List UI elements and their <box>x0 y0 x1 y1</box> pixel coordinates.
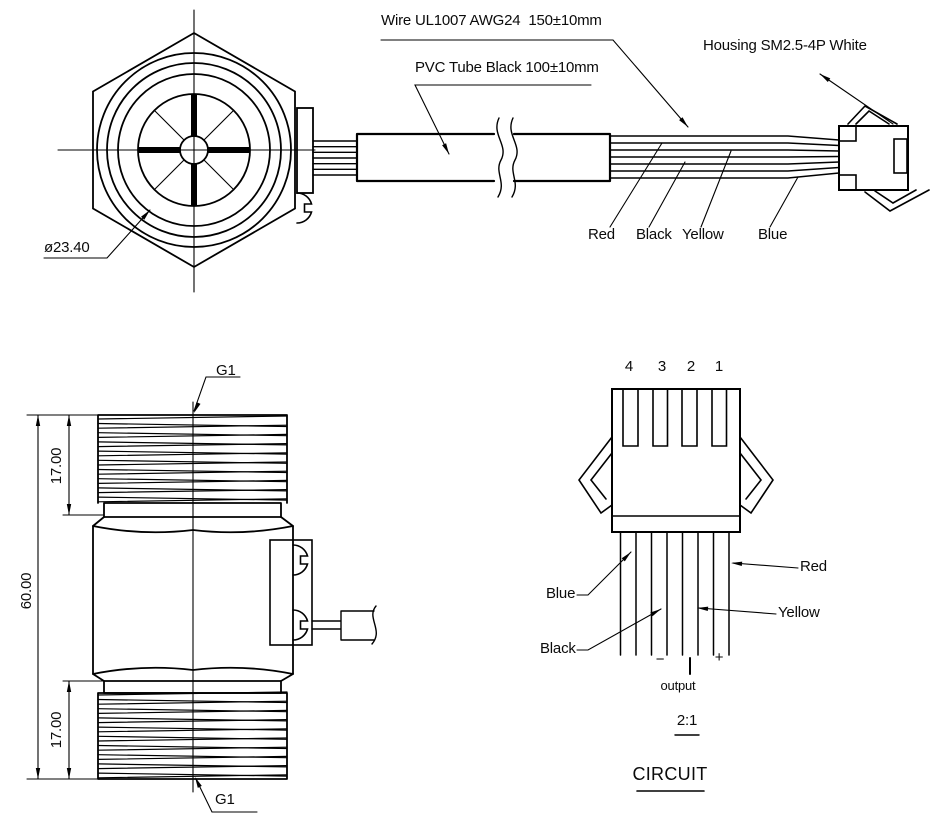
side-view-lineart <box>26 376 377 813</box>
pin-number-2: 2 <box>686 358 696 375</box>
circuit-yellow-arrowhead <box>697 606 709 611</box>
circuit-title: CIRCUIT <box>632 764 708 784</box>
pin-number-1: 1 <box>714 358 724 375</box>
circuit-label-blue: Blue <box>546 585 576 602</box>
housing-spec-leader <box>819 73 894 125</box>
side-cable-break <box>371 605 377 645</box>
wire-spec-label: Wire UL1007 AWG24 150±10mm <box>381 12 602 29</box>
circuit-label-yellow: Yellow <box>778 604 820 621</box>
housing-inner-slot <box>893 138 908 174</box>
front-centerlines <box>57 9 316 293</box>
wire-label-yellow: Yellow <box>682 226 724 243</box>
tube-spec-arrowhead <box>442 143 449 154</box>
output-label: output <box>660 678 696 693</box>
thread-top-roots <box>97 422 288 501</box>
wire-label-black: Black <box>636 226 672 243</box>
diameter-arrowhead <box>141 210 150 220</box>
side-screw-top <box>292 544 309 576</box>
outer-circle <box>96 52 292 248</box>
circuit-blue-arrowhead <box>621 552 631 562</box>
g1-top-label: G1 <box>216 362 236 379</box>
circuit-view-lineart <box>576 388 799 792</box>
collar-top <box>103 502 282 518</box>
hex-bottom-chamfer <box>92 666 294 682</box>
front-view-lineart <box>43 9 316 293</box>
diameter-leader <box>43 209 151 259</box>
g1-bottom-arrowhead <box>195 777 202 788</box>
wire-color-leaders <box>609 142 799 228</box>
g1-bottom-label: G1 <box>215 791 235 808</box>
wires-left-bundle <box>312 140 358 176</box>
wire-label-red: Red <box>588 226 615 243</box>
housing-spec-label: Housing SM2.5-4P White <box>703 37 867 54</box>
circuit-latch-left <box>578 436 613 515</box>
housing-latch-top <box>847 104 898 125</box>
polarity-minus: − <box>655 651 665 668</box>
dim-overall-label: 60.00 <box>17 572 35 610</box>
g1-bottom-leader <box>195 778 258 813</box>
pvc-tube <box>355 132 612 183</box>
side-bracket <box>269 539 313 646</box>
housing-corner-bottom <box>838 174 857 191</box>
wire-spec-arrowhead <box>679 117 688 127</box>
dim-thread-bottom-label: 17.00 <box>47 711 65 749</box>
wire-spec-leader <box>380 39 689 128</box>
side-screw-bottom <box>292 609 309 641</box>
dim-extension-lines <box>26 414 105 780</box>
sensor-plate <box>296 107 314 194</box>
impeller-spokes-diagonal <box>154 110 234 190</box>
circuit-black-leader <box>576 608 662 651</box>
dim-arrowheads <box>35 415 72 779</box>
inner-circle <box>117 73 271 227</box>
housing-latch-bottom <box>864 189 930 212</box>
cable-assembly-lineart <box>312 39 930 228</box>
circuit-connector-body <box>611 388 741 533</box>
g1-top-arrowhead <box>194 402 201 413</box>
wires-right-bundle <box>609 135 840 179</box>
circuit-label-black: Black <box>540 640 576 657</box>
tube-spec-leader <box>414 84 592 155</box>
hex-body-outline <box>92 31 296 269</box>
pin-number-4: 4 <box>624 358 634 375</box>
circuit-yellow-leader <box>698 607 777 615</box>
circuit-label-red: Red <box>800 558 827 575</box>
scale-label: 2:1 <box>676 712 698 729</box>
g1-top-leader <box>193 376 241 412</box>
hex-side-edges <box>92 525 294 675</box>
thread-bottom-crests <box>97 691 288 779</box>
circuit-pin-slots <box>622 389 728 447</box>
tube-break-lines <box>496 117 518 198</box>
dim-lines <box>37 414 70 780</box>
circuit-blue-leader <box>576 551 632 596</box>
dim-thread-top-label: 17.00 <box>47 447 65 485</box>
pin-number-3: 3 <box>657 358 667 375</box>
front-screw <box>296 192 313 224</box>
housing-corner-top <box>838 125 857 142</box>
thread-top-crests <box>97 415 288 503</box>
wire-label-blue: Blue <box>758 226 788 243</box>
circuit-wires <box>619 531 730 656</box>
circuit-black-arrowhead <box>650 609 661 617</box>
front-diameter-label: ø23.40 <box>44 239 90 256</box>
side-cable <box>311 610 375 641</box>
hex-top-chamfer <box>92 516 294 534</box>
tube-spec-label: PVC Tube Black 100±10mm <box>415 59 599 76</box>
circuit-red-leader <box>732 562 799 569</box>
circuit-latch-right <box>739 436 774 515</box>
impeller-spokes-cross <box>138 94 250 206</box>
circuit-red-arrowhead <box>731 561 743 566</box>
housing-body <box>838 125 909 191</box>
thread-bottom-roots <box>97 698 288 777</box>
housing-spec-arrowhead <box>820 74 831 82</box>
polarity-plus: + <box>714 649 724 666</box>
middle-circle <box>106 62 282 238</box>
